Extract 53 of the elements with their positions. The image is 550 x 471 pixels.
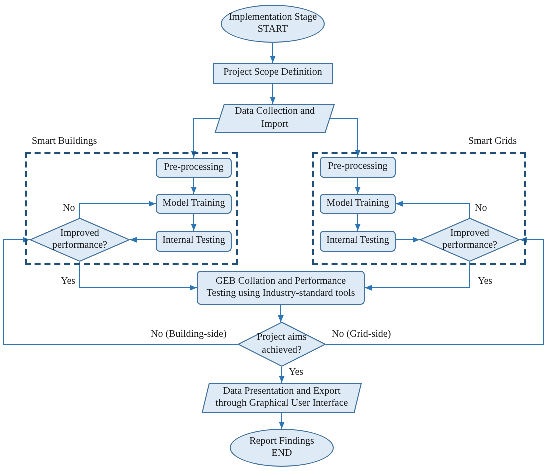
process-box (320, 194, 396, 214)
group-heading: Smart Grids (468, 136, 517, 148)
arrow (80, 262, 198, 291)
node-label: Report Findings (250, 436, 314, 448)
process-box (156, 158, 232, 178)
process-box (213, 63, 333, 84)
node-label: Model Training (162, 198, 226, 210)
data-parallelogram (202, 383, 362, 413)
process-box (156, 231, 232, 252)
node-label: Internal Testing (326, 235, 390, 248)
node-label: Project aims achieved? (256, 332, 308, 357)
arrow (4, 237, 238, 345)
node-label: START (258, 24, 288, 36)
arrow (191, 178, 197, 194)
arrow (130, 237, 156, 243)
node-label: GEB Collation and Performance Testing using Industry-standard tools (206, 276, 356, 300)
node-label: Implementation Stage (228, 12, 318, 24)
node-label: Project Scope Definition (224, 67, 322, 80)
arrow (278, 304, 284, 323)
arrow (191, 118, 220, 158)
node-label: Pre-processing (164, 162, 224, 174)
arrow (270, 42, 276, 64)
decision-diamond (30, 218, 130, 262)
node-label: Pre-processing (328, 161, 388, 174)
decision-diamond (420, 218, 520, 262)
node-label: Improved performance? (442, 228, 498, 252)
arrow (326, 237, 544, 345)
node-label: Internal Testing (162, 235, 226, 248)
edge-label: No (Building-side) (150, 329, 228, 342)
arrow (355, 214, 361, 232)
arrow (191, 214, 197, 232)
decision-diamond (238, 322, 326, 367)
node-label: Improved performance? (52, 228, 108, 252)
data-parallelogram (215, 104, 335, 133)
arrow (396, 201, 470, 218)
process-box (320, 231, 396, 252)
process-box (156, 194, 232, 214)
edge-label: No (Grid-side) (331, 329, 392, 342)
node-label: Data Presentation and Export through Graphical User Interface (214, 386, 350, 410)
arrow (270, 84, 276, 104)
arrow (80, 201, 156, 218)
group-heading: Smart Buildings (32, 136, 98, 148)
arrow (355, 178, 361, 194)
node-label: Model Training (326, 198, 390, 210)
arrow (330, 118, 361, 158)
node-label: Data Collection and Import (234, 106, 316, 131)
arrow (279, 366, 285, 384)
node-label: END (272, 448, 292, 460)
process-box (320, 157, 396, 178)
arrow (364, 262, 470, 291)
arrow (396, 237, 420, 243)
arrow (279, 412, 285, 430)
process-box (197, 271, 365, 305)
